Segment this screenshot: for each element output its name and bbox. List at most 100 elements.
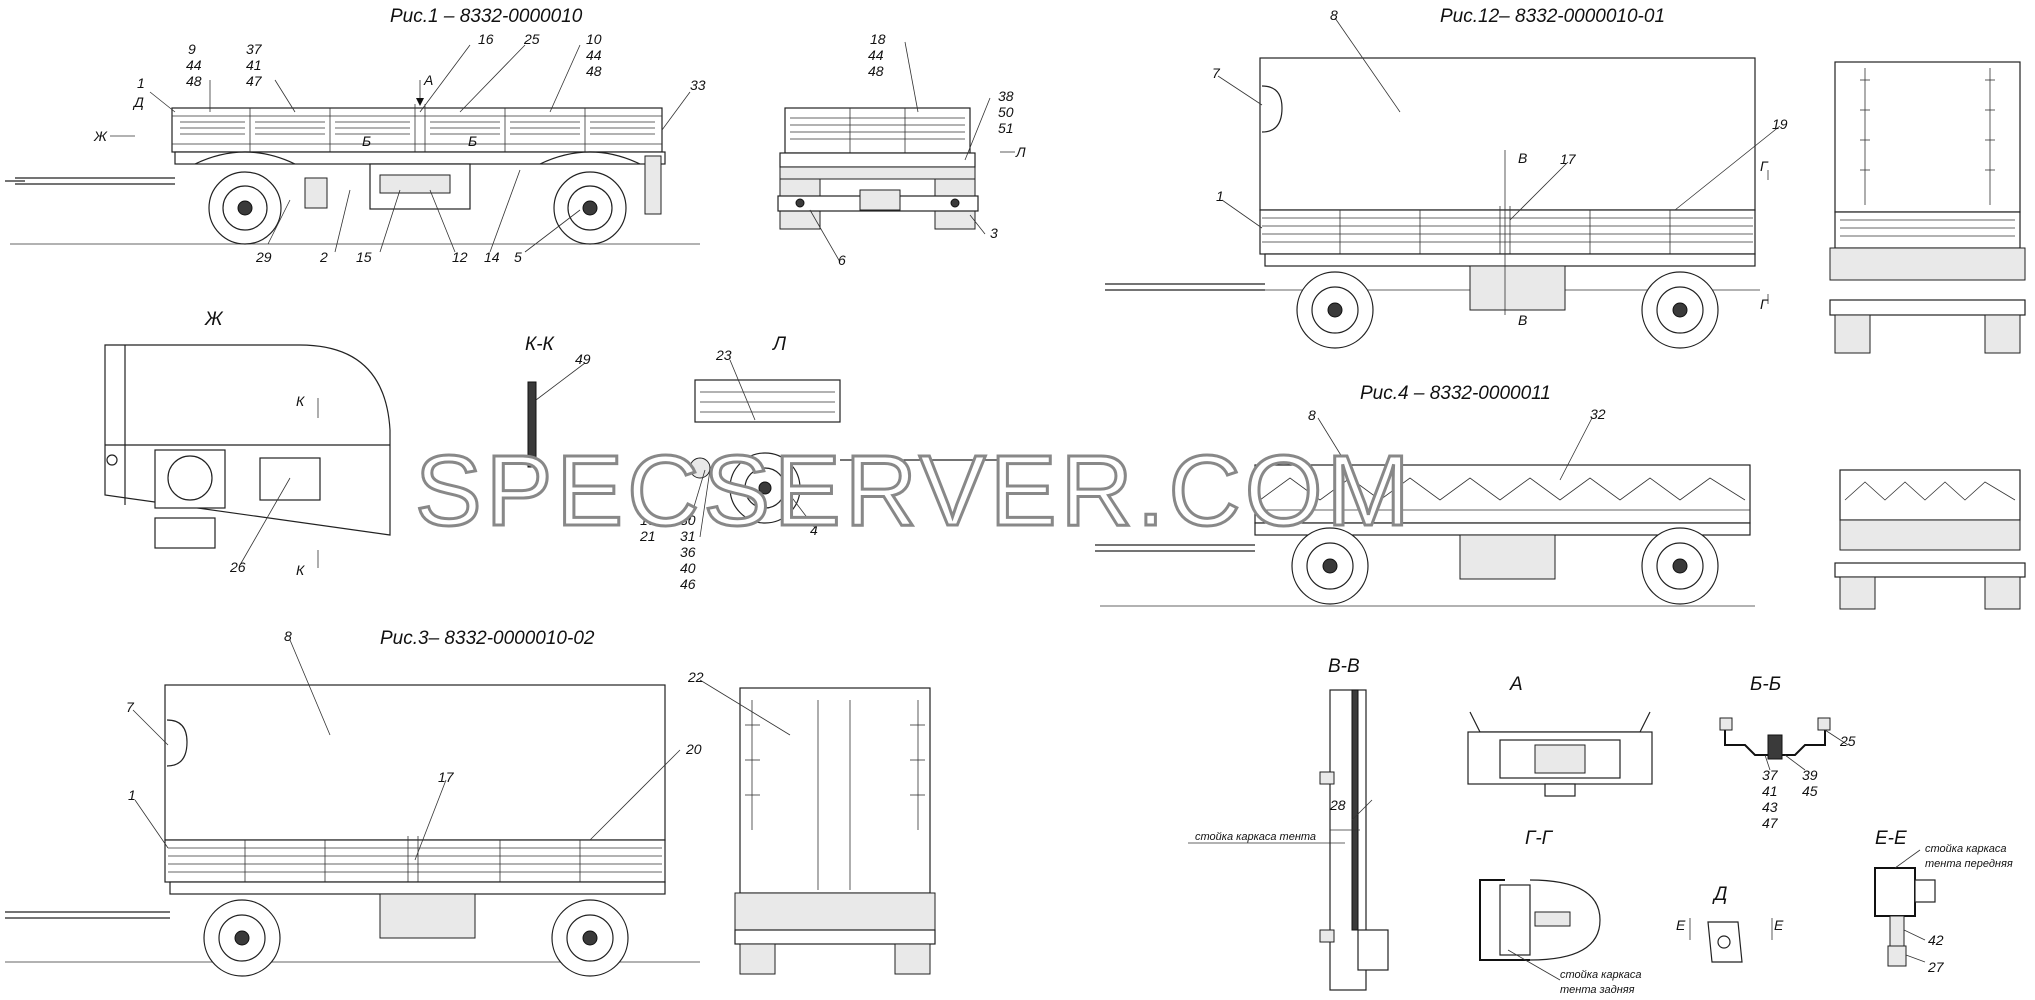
section-vv: В-В стойка каркаса тента 28 (1188, 656, 1389, 991)
fig12-callout-17: 17 (1560, 151, 1577, 167)
fig12-section-mark-v-bottom: В (1518, 312, 1527, 328)
fig1-callout-44: 44 (186, 57, 202, 73)
gg-note-1: стойка каркаса (1560, 969, 1642, 981)
l-callout-31: 31 (680, 528, 696, 544)
fig1-section-mark-b-right: Б (468, 133, 477, 149)
fig12-title: Рис.12– 8332-0000010-01 (1440, 6, 1665, 27)
fig1-callout-2: 2 (319, 249, 328, 265)
detail-zh-title: Ж (204, 309, 224, 330)
fig1-callout-12: 12 (452, 249, 468, 265)
fig3-callout-1: 1 (128, 787, 136, 803)
fig3-callout-17: 17 (438, 769, 455, 785)
fig12-callout-1: 1 (1216, 188, 1224, 204)
vv-callout-28: 28 (1329, 797, 1346, 813)
view-d-mark-e-right: Е (1774, 917, 1784, 933)
section-bb-title: Б-Б (1750, 674, 1781, 695)
fig12-callout-7: 7 (1212, 65, 1221, 81)
rear1-callout-44: 44 (868, 47, 884, 63)
fig1-callout-48: 48 (186, 73, 202, 89)
ee-callout-42: 42 (1928, 932, 1944, 948)
fig4-callout-32: 32 (1590, 406, 1606, 422)
section-vv-title: В-В (1328, 656, 1360, 677)
fig1-callout-1: 1 (137, 75, 145, 91)
l-callout-23: 23 (715, 347, 732, 363)
fig1-callout-48b: 48 (586, 63, 602, 79)
ee-callout-27: 27 (1927, 959, 1945, 975)
zh-section-mark-k-top: К (296, 393, 305, 409)
view-d-mark-e-left: Е (1676, 917, 1686, 933)
fig1-callout-44b: 44 (586, 47, 602, 63)
l-callout-46: 46 (680, 576, 696, 592)
fig4-rear-view (1834, 469, 2026, 610)
fig1-section-mark-a: А (423, 72, 433, 88)
section-kk: К-К 49 (525, 334, 591, 468)
fig12-callout-8: 8 (1330, 7, 1338, 23)
fig1-callout-16: 16 (478, 31, 494, 47)
rear1-callout-38: 38 (998, 88, 1014, 104)
l-callout-21: 21 (639, 528, 656, 544)
view-a: А (1467, 674, 1653, 797)
view-a-title: А (1509, 674, 1523, 695)
fig1-title: Рис.1 – 8332-0000010 (390, 6, 583, 27)
view-d: Д Е Е (1676, 884, 1784, 963)
l-callout-30: 30 (680, 512, 696, 528)
rear1-callout-3: 3 (990, 225, 998, 241)
rear1-callout-6: 6 (838, 252, 846, 268)
kk-callout-49: 49 (575, 351, 591, 367)
fig1-callout-41: 41 (246, 57, 262, 73)
view-d-title: Д (1712, 884, 1727, 905)
zh-section-mark-k-bottom: К (296, 562, 305, 578)
fig1-callout-25: 25 (523, 31, 540, 47)
fig1-callout-47: 47 (246, 73, 263, 89)
fig1-callout-5: 5 (514, 249, 522, 265)
bb-callout-37: 37 (1762, 767, 1779, 783)
fig3-callout-7: 7 (126, 699, 135, 715)
fig4-callout-8: 8 (1308, 407, 1316, 423)
section-ee-title: Е-Е (1875, 828, 1907, 849)
bb-callout-47: 47 (1762, 815, 1779, 831)
bb-callout-43: 43 (1762, 799, 1778, 815)
section-bb: Б-Б 25 37 41 43 47 39 45 (1719, 674, 1856, 831)
zh-callout-26: 26 (229, 559, 246, 575)
bb-callout-25: 25 (1839, 733, 1856, 749)
fig1-callout-9: 9 (188, 41, 196, 57)
fig3-callout-8: 8 (284, 628, 292, 644)
fig4-title: Рис.4 – 8332-0000011 (1360, 383, 1551, 404)
fig1-rear-view: 18 44 48 38 50 51 6 3 Л (777, 31, 1026, 268)
gg-note-2: тента задняя (1560, 984, 1635, 996)
fig1-callout-37: 37 (246, 41, 263, 57)
rear1-callout-51: 51 (998, 120, 1014, 136)
l-callout-13: 13 (640, 512, 656, 528)
fig3-callout-20: 20 (685, 741, 702, 757)
fig12-section-mark-g-bottom: Г (1760, 296, 1769, 312)
l-callout-4: 4 (810, 522, 818, 538)
bb-callout-39: 39 (1802, 767, 1818, 783)
view-l-title: Л (771, 334, 787, 355)
section-ee: Е-Е стойка каркаса тента передняя 42 27 (1874, 828, 2013, 975)
fig1-trailer-side-view: А Б Б Д Ж 1 9 44 48 37 41 47 16 25 (5, 31, 706, 265)
fig1-callout-15: 15 (356, 249, 372, 265)
detail-zh: Ж 26 К К (104, 309, 391, 578)
fig12-rear-view (1829, 61, 2026, 354)
rear1-callout-50: 50 (998, 104, 1014, 120)
fig12-callout-19: 19 (1772, 116, 1788, 132)
fig1-callout-29: 29 (255, 249, 272, 265)
section-kk-title: К-К (525, 334, 556, 355)
ee-note-1: стойка каркаса (1925, 843, 2007, 855)
fig12-section-mark-g-top: Г (1760, 158, 1769, 174)
fig1-callout-14: 14 (484, 249, 500, 265)
fig3-title: Рис.3– 8332-0000010-02 (380, 628, 595, 649)
fig3-rear-view: 22 (687, 669, 936, 975)
bb-callout-45: 45 (1802, 783, 1818, 799)
fig1-callout-10: 10 (586, 31, 602, 47)
ee-note-2: тента передняя (1925, 858, 2013, 870)
section-gg-title: Г-Г (1525, 828, 1554, 849)
view-l: Л 23 4 13 21 30 31 36 40 46 (639, 334, 1000, 592)
fig1-view-mark-d: Д (132, 94, 144, 110)
l-callout-40: 40 (680, 560, 696, 576)
watermark-text: SPECSERVER.COM (415, 435, 1414, 547)
section-gg: Г-Г стойка каркаса тента задняя (1479, 828, 1642, 996)
fig3-trailer-side-view: 8 7 1 17 20 (5, 628, 702, 977)
rear1-callout-48: 48 (868, 63, 884, 79)
